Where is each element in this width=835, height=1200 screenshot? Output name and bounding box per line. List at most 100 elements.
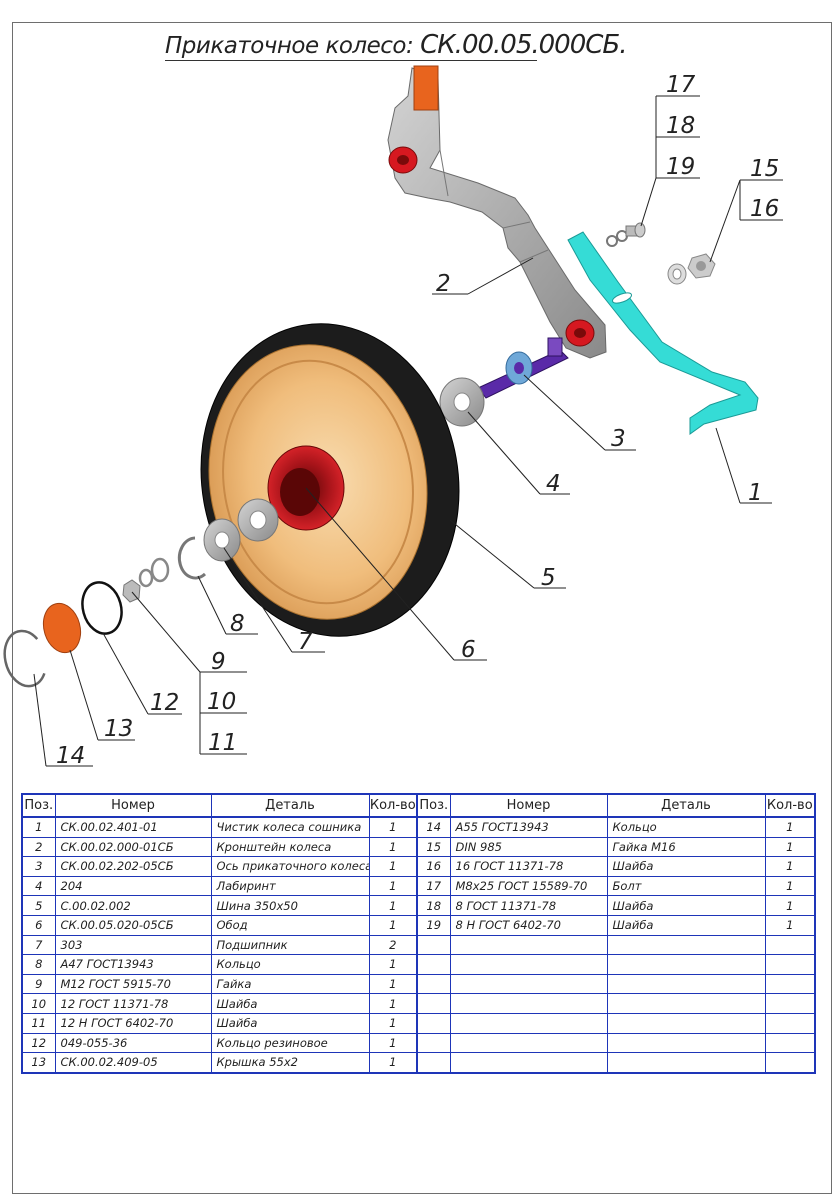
part-3-axle (477, 337, 569, 399)
cell-part: Гайка М16 (606, 836, 766, 858)
callout-5: 5 (541, 565, 556, 591)
callout-13: 13 (104, 716, 133, 742)
cell-pos (416, 993, 451, 1014)
cell-qty: 1 (368, 954, 418, 975)
callout-7: 7 (298, 629, 313, 655)
cell-part: Болт (606, 875, 766, 897)
part-4-labyrinth (439, 377, 485, 427)
callout-15: 15 (750, 156, 779, 182)
cell-number: СК.00.02.409-05 (54, 1052, 212, 1074)
cell-pos: 15 (416, 836, 451, 858)
cell-part: Кольцо (210, 954, 370, 975)
cell-pos (416, 1032, 451, 1054)
cell-part: Лабиринт (210, 875, 370, 897)
cell-number: СК.00.02.401-01 (54, 816, 212, 838)
cell-number: СК.00.02.202-05СБ (54, 856, 212, 877)
cell-qty: 1 (368, 993, 418, 1014)
cell-qty: 1 (368, 816, 418, 838)
part-9-11-nut-washers (122, 557, 170, 603)
cell-pos: 8 (21, 954, 56, 975)
cell-part (606, 993, 766, 1014)
cell-number: СК.00.02.000-01СБ (54, 836, 212, 858)
cell-number: 12 ГОСТ 11371-78 (54, 993, 212, 1014)
cell-number: 16 ГОСТ 11371-78 (449, 856, 608, 877)
cell-number: 204 (54, 875, 212, 897)
cell-part (606, 1032, 766, 1054)
cell-qty: 1 (764, 895, 816, 916)
cell-qty (764, 993, 816, 1014)
cell-pos: 18 (416, 895, 451, 916)
callout-11: 11 (208, 730, 237, 756)
part-8-retaining-ring (177, 536, 207, 580)
cell-qty: 1 (368, 973, 418, 995)
cell-qty: 2 (368, 934, 418, 956)
cell-pos: 11 (21, 1012, 56, 1034)
part-17-19-bolt-washers (606, 222, 646, 247)
part-5-6-wheel (200, 323, 460, 637)
cell-qty: 1 (368, 856, 418, 877)
cell-part: Шайба (606, 914, 766, 936)
cell-number: DIN 985 (449, 836, 608, 858)
cell-part: Гайка (210, 973, 370, 995)
callout-2: 2 (436, 271, 451, 297)
cell-number (449, 1052, 608, 1074)
cell-qty: 1 (368, 1052, 418, 1074)
cell-number (449, 1012, 608, 1034)
callout-9: 9 (211, 649, 226, 675)
cell-number: А47 ГОСТ13943 (54, 954, 212, 975)
cell-part (606, 1012, 766, 1034)
part-7-bearings (203, 498, 279, 562)
cell-number: А55 ГОСТ13943 (449, 816, 608, 838)
cell-qty: 1 (368, 1012, 418, 1034)
header-pos: Поз. (21, 793, 56, 818)
cell-pos (416, 954, 451, 975)
cell-part: Кольцо (606, 816, 766, 838)
cell-qty: 1 (764, 856, 816, 877)
cell-part: Шайба (210, 993, 370, 1014)
callout-4: 4 (546, 471, 561, 497)
header-part: Деталь (210, 793, 370, 818)
cell-pos: 13 (21, 1052, 56, 1074)
cell-part: Чистик колеса сошника (210, 816, 370, 838)
cell-part: Обод (210, 914, 370, 936)
cell-part: Ось прикаточного колеса (210, 856, 370, 877)
callout-6: 6 (461, 637, 476, 663)
cell-pos: 14 (416, 816, 451, 838)
leader-lines (33, 95, 783, 767)
cell-pos: 10 (21, 993, 56, 1014)
part-12-rubber-ring (81, 581, 123, 635)
cell-pos: 16 (416, 856, 451, 877)
cell-pos: 1 (21, 816, 56, 838)
cell-pos: 6 (21, 914, 56, 936)
cell-number (449, 1032, 608, 1054)
part-14-retaining-ring (3, 629, 46, 688)
cell-part: Крышка 55х2 (210, 1052, 370, 1074)
callout-1: 1 (748, 480, 763, 506)
header-qty: Кол-во (368, 793, 418, 818)
callout-19: 19 (666, 154, 695, 180)
part-2-wheel-bracket (387, 65, 607, 359)
cell-qty (764, 954, 816, 975)
cell-qty (764, 1032, 816, 1054)
cell-qty (764, 1052, 816, 1074)
cell-number (449, 973, 608, 995)
cell-pos (416, 1052, 451, 1074)
cell-number: М12 ГОСТ 5915-70 (54, 973, 212, 995)
cell-number: 303 (54, 934, 212, 956)
cell-pos: 19 (416, 914, 451, 936)
cell-qty: 1 (368, 895, 418, 916)
cell-number: С.00.02.002 (54, 895, 212, 916)
callout-17: 17 (666, 72, 696, 98)
cell-part (606, 973, 766, 995)
cell-number: 8 ГОСТ 11371-78 (449, 895, 608, 916)
header-pos: Поз. (416, 793, 451, 818)
cell-pos: 4 (21, 875, 56, 897)
callout-8: 8 (230, 611, 245, 637)
